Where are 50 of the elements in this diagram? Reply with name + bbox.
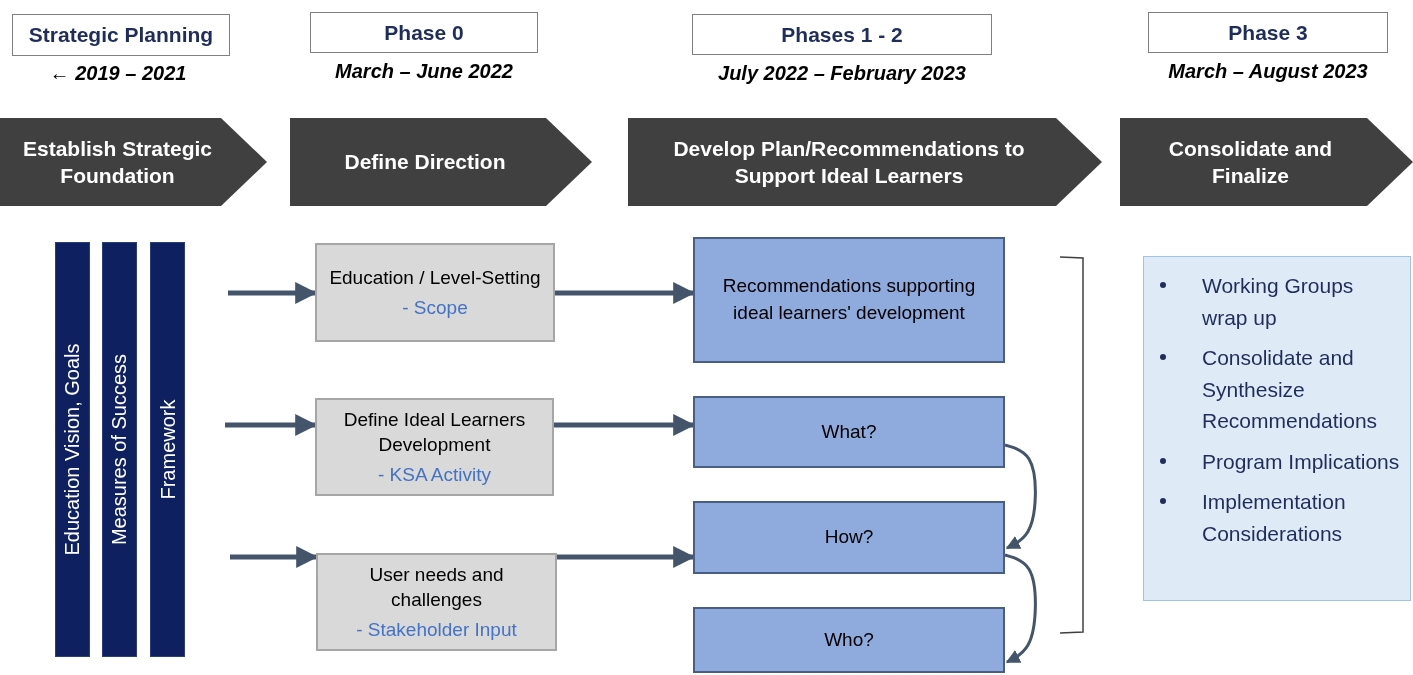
pillar-bar — [55, 242, 90, 657]
pillar-label: Measures of Success — [108, 353, 131, 546]
recommendation-box — [693, 396, 1005, 468]
recommendation-box — [693, 501, 1005, 574]
recommendation-text: How? — [824, 525, 874, 550]
phase-label-box — [310, 12, 538, 53]
activity-item: Program Implications — [1202, 448, 1400, 475]
stage-banner — [628, 118, 1102, 206]
activity-text: User needs and challenges — [368, 562, 505, 613]
activity-box — [315, 398, 554, 496]
stage-banner — [1120, 118, 1413, 206]
activity-item: Working Groups wrap up — [1202, 273, 1355, 331]
activity-item: Implementation Considerations — [1202, 489, 1347, 547]
date-range: July 2022 – February 2023 — [717, 62, 967, 85]
phase-label: Phases 1 - 2 — [781, 22, 903, 47]
phase-label-box — [1148, 12, 1388, 53]
activity-item: Consolidate and Synthesize Recommendations — [1202, 345, 1379, 434]
date-range: March – August 2023 — [1167, 60, 1369, 83]
activity-subtext: - Stakeholder Input — [356, 617, 517, 642]
recommendation-text: Who? — [824, 627, 874, 652]
curved-arrow — [1004, 553, 1037, 664]
phase-label-box — [692, 14, 992, 55]
pillar-label: Education Vision, Goals — [61, 343, 84, 556]
activity-text: Define Ideal Learners Development — [342, 407, 527, 458]
pillar-bar — [102, 242, 137, 657]
phase-label-box — [12, 14, 230, 56]
activities-panel — [1143, 256, 1411, 601]
stage-title: Consolidate and Finalize — [1167, 135, 1334, 189]
pillar-bar — [150, 242, 185, 657]
stage-banner — [0, 118, 267, 206]
date-range: ← 2019 – 2021 — [48, 62, 188, 85]
activity-subtext: - Scope — [402, 295, 468, 320]
phase-label: Phase 0 — [384, 20, 464, 45]
recommendation-box — [693, 607, 1005, 673]
stage-title: Develop Plan/Recommendations to Support Ideal Learners — [672, 135, 1026, 189]
activity-subtext: - KSA Activity — [378, 462, 491, 487]
activity-box — [316, 553, 557, 651]
stage-title: Establish Strategic Foundation — [21, 135, 214, 189]
date-range: March – June 2022 — [334, 60, 514, 83]
recommendation-text: What? — [821, 419, 877, 444]
activity-text: Education / Level-Setting — [329, 265, 541, 290]
phase-label: Phase 3 — [1228, 20, 1308, 45]
stage-banner — [290, 118, 592, 206]
pillar-label: Framework — [156, 399, 179, 500]
activity-box — [315, 243, 555, 342]
recommendation-box — [693, 237, 1005, 363]
curved-arrow — [1004, 443, 1037, 550]
stage-title: Define Direction — [343, 149, 507, 176]
recommendation-text: Recommendations supporting ideal learners' development — [721, 274, 977, 325]
phase-label: Strategic Planning — [28, 23, 214, 47]
